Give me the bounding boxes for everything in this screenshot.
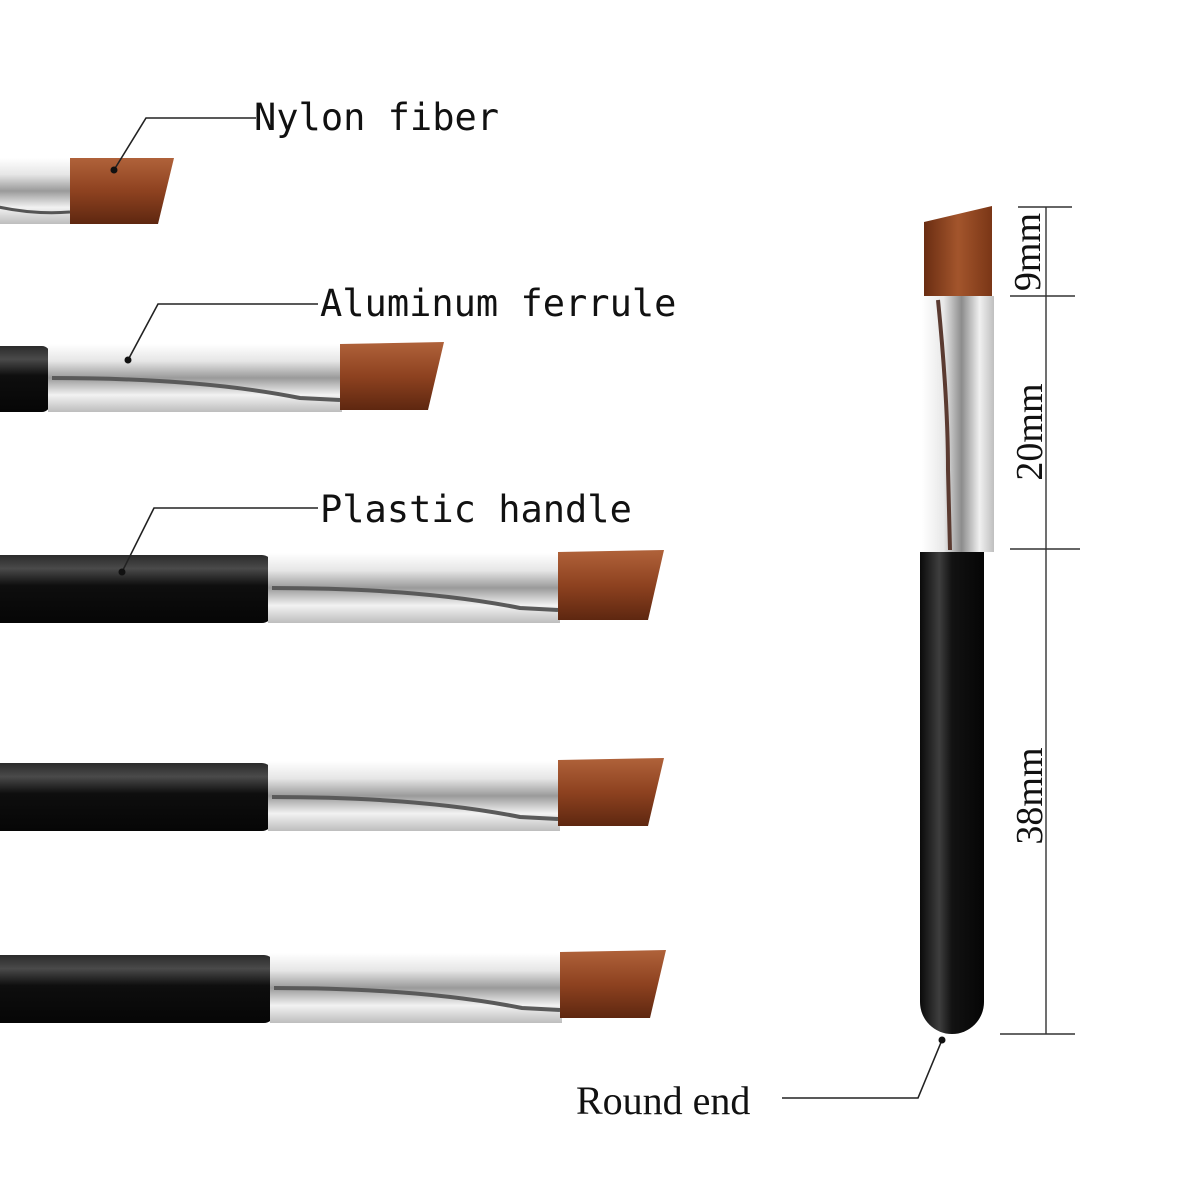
- dimension-9mm-label: 9mm: [1007, 213, 1049, 291]
- callout-aluminum-ferrule: Aluminum ferrule: [124, 282, 676, 364]
- dimension-20mm: 20mm: [1009, 383, 1051, 480]
- brush-5-handle: [0, 955, 274, 1023]
- brush-4: [0, 758, 664, 831]
- dimension-38mm: 38mm: [1009, 747, 1051, 844]
- brush-1-ferrule: [0, 158, 72, 224]
- callout-round-end: Round end: [576, 1036, 946, 1123]
- vertical-brush-handle: [920, 552, 984, 1034]
- brush-1-crimp-line: [0, 205, 71, 215]
- brush-4-handle: [0, 763, 272, 831]
- vertical-brush-crimp-line: [936, 299, 952, 551]
- vertical-brush-ferrule: [922, 296, 994, 552]
- dimension-38mm-label: 38mm: [1009, 747, 1051, 844]
- brush-3-handle: [0, 555, 272, 623]
- brush-4-crimp-line: [271, 795, 559, 821]
- label-aluminum-ferrule: Aluminum ferrule: [320, 282, 676, 325]
- vertical-brush-bristles: [924, 206, 992, 298]
- brush-2-crimp-line: [51, 376, 341, 402]
- brush-2-bristles: [340, 342, 444, 410]
- brush-1-bristles: [70, 158, 174, 224]
- brush-3-bristles: [558, 550, 664, 620]
- dimension-9mm: 9mm: [1007, 213, 1049, 291]
- label-plastic-handle: Plastic handle: [320, 488, 632, 531]
- dimension-lines: [1000, 206, 1080, 1035]
- dimension-20mm-label: 20mm: [1009, 383, 1051, 480]
- label-nylon-fiber: Nylon fiber: [254, 96, 499, 139]
- callout-nylon-fiber: Nylon fiber: [110, 96, 499, 174]
- brush-2: [0, 342, 444, 412]
- vertical-brush: [920, 206, 994, 1034]
- label-round-end: Round end: [576, 1078, 750, 1123]
- brush-3: [0, 550, 664, 623]
- brush-5-bristles: [560, 950, 666, 1018]
- brush-5-crimp-line: [273, 986, 561, 1012]
- brush-2-handle: [0, 346, 50, 412]
- brush-1: [0, 158, 174, 224]
- brush-5: [0, 950, 666, 1023]
- brush-4-bristles: [558, 758, 664, 826]
- brush-3-crimp-line: [271, 586, 559, 612]
- callout-plastic-handle: Plastic handle: [118, 488, 632, 576]
